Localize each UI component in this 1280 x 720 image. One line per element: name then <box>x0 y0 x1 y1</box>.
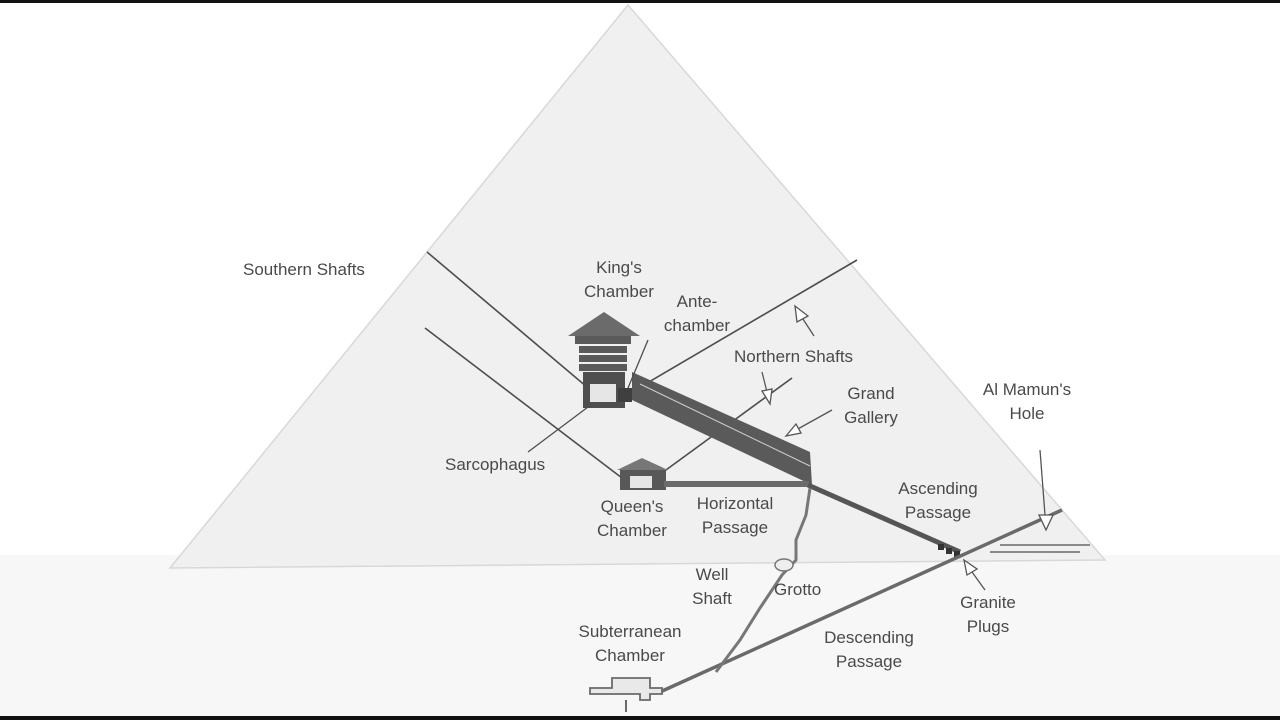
queens-chamber-shape <box>617 458 668 490</box>
label-well-shaft: Well Shaft <box>692 565 732 608</box>
grand-gallery-arrow <box>784 409 833 437</box>
granite-plugs-arrow <box>963 558 986 591</box>
grand-gallery-edge <box>639 383 811 467</box>
label-horizontal-passage: Horizontal Passage <box>696 494 774 537</box>
granite-plugs-shape <box>938 544 960 557</box>
label-grotto: Grotto <box>774 580 822 599</box>
ascending-passage <box>806 482 962 555</box>
pyramid-body <box>168 3 1107 569</box>
label-descending-passage: Descending Passage <box>824 628 914 671</box>
label-ante-chamber: Ante- chamber <box>663 292 731 335</box>
northern-shafts-arrow-lower <box>760 371 773 406</box>
label-sarcophagus: Sarcophagus <box>445 455 546 474</box>
label-ascending-passage: Ascending Passage <box>898 479 978 522</box>
northern-shafts-arrow-upper <box>794 304 815 337</box>
horizontal-passage <box>664 481 809 487</box>
label-grand-gallery: Grand Gallery <box>844 384 898 427</box>
label-queens-chamber: Queen's Chamber <box>597 497 667 540</box>
label-subterranean-chamber: Subterranean Chamber <box>578 622 682 665</box>
label-al-mamuns-hole: Al Mamun's Hole <box>982 380 1072 423</box>
al-mamuns-tunnel <box>990 544 1090 553</box>
sarcophagus-leader <box>527 403 593 453</box>
label-northern-shafts: Northern Shafts <box>734 347 854 366</box>
southern-shaft-lower <box>424 327 623 479</box>
label-granite-plugs: Granite Plugs <box>960 593 1016 636</box>
grand-gallery <box>632 372 812 485</box>
label-kings-chamber: King's Chamber <box>584 258 654 301</box>
al-mamuns-hole-arrow <box>1037 449 1055 532</box>
kings-chamber-shape <box>568 312 640 408</box>
grotto-shape <box>774 558 794 572</box>
antechamber-leader <box>627 339 649 389</box>
bottom-border <box>0 716 1280 720</box>
top-border <box>0 0 1280 3</box>
northern-shaft-upper <box>624 259 858 397</box>
descending-passage <box>659 508 1063 694</box>
southern-shaft-upper <box>426 251 601 399</box>
subterranean-chamber-shape <box>589 677 663 712</box>
label-southern-shafts: Southern Shafts <box>243 260 365 279</box>
antechamber-shape <box>618 388 632 402</box>
